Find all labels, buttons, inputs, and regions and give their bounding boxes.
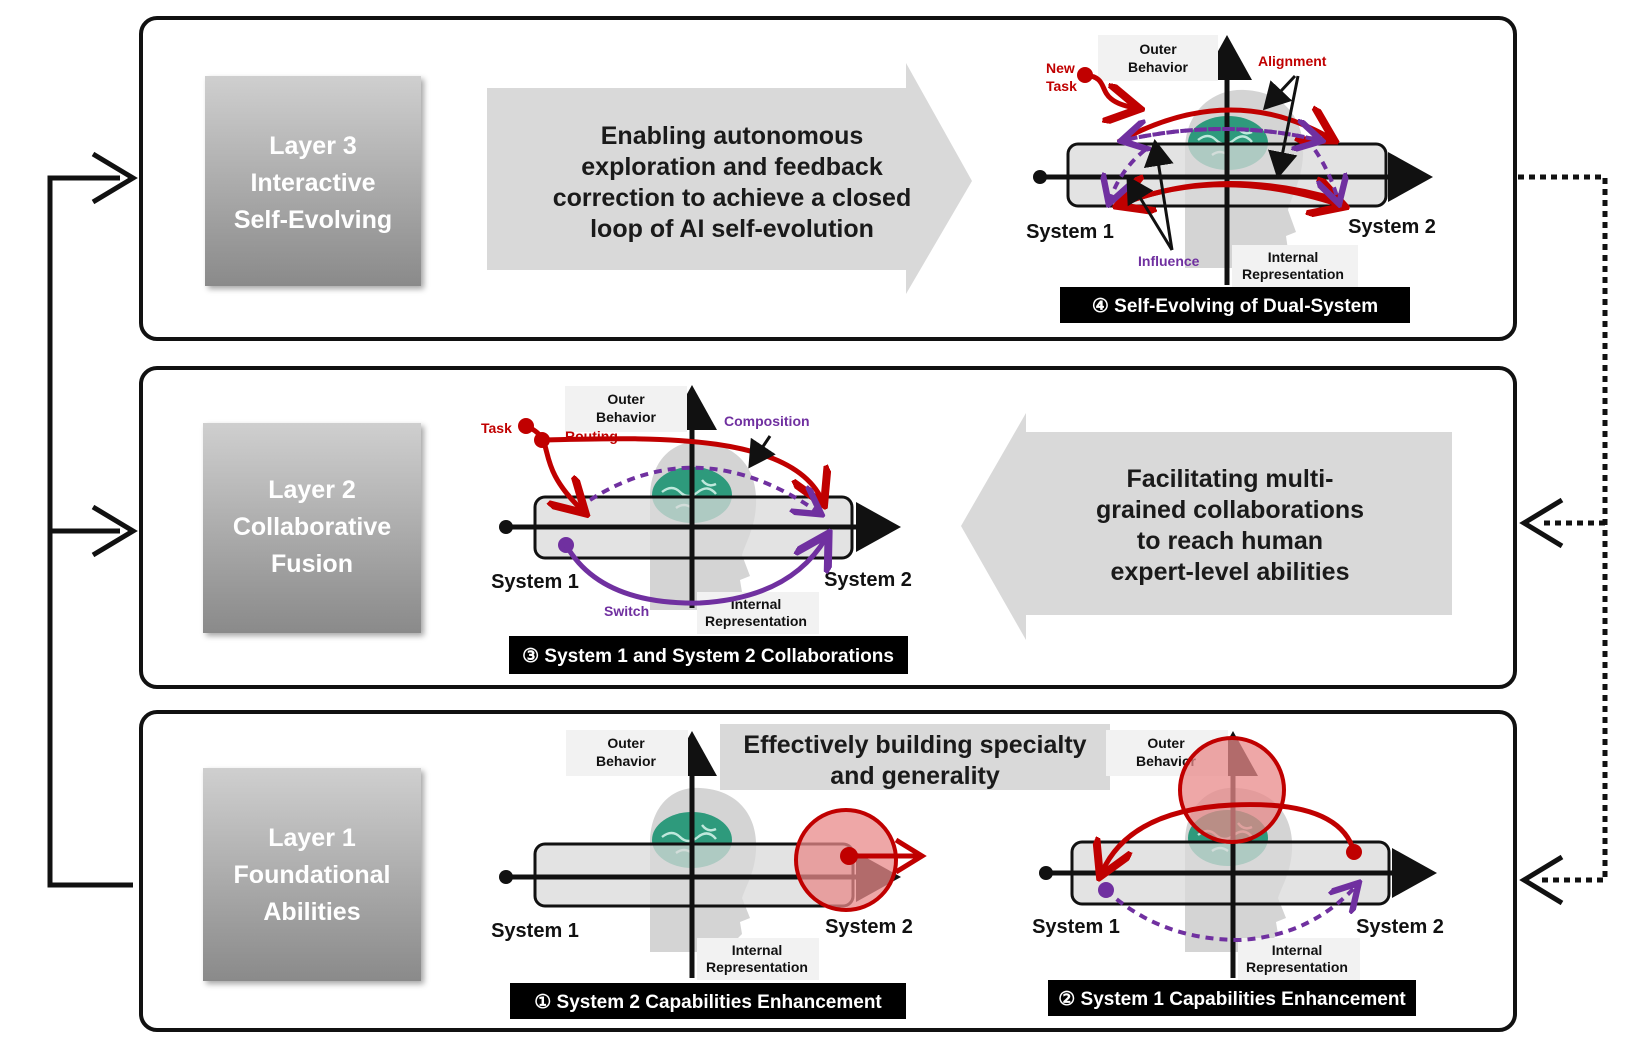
internal-representation-label-1: Internal <box>1268 249 1319 265</box>
diagram-self-evolving: Outer Behavior Internal Representation S… <box>1026 35 1436 323</box>
internal-representation-label-2: Representation <box>1246 959 1348 975</box>
new-task-label-1: New <box>1046 60 1075 76</box>
diagram-system1-enhancement: Outer Behavior Internal Representation S… <box>1032 730 1444 1016</box>
layer-3-title-box: Layer 3 Interactive Self-Evolving <box>205 76 421 286</box>
layer-2-desc-line2: grained collaborations <box>1096 496 1364 524</box>
task-label: Task <box>481 420 512 436</box>
routing-label: Routing <box>565 428 618 444</box>
outer-behavior-label-2: Behavior <box>1136 753 1196 769</box>
outer-behavior-label-2: Behavior <box>1128 59 1188 75</box>
layer-1-name-line1: Foundational <box>234 861 391 889</box>
layer-1-desc-line1: Effectively building specialty <box>743 731 1086 759</box>
alignment-label: Alignment <box>1258 53 1327 69</box>
caption-system2-enhancement: ① System 2 Capabilities Enhancement <box>534 992 882 1013</box>
composition-label: Composition <box>724 413 810 429</box>
system-1-label: System 1 <box>1032 916 1120 938</box>
layer-3-desc-line2: exploration and feedback <box>581 153 883 181</box>
outer-behavior-label-1: Outer <box>1139 41 1177 57</box>
internal-representation-label-2: Representation <box>1242 266 1344 282</box>
system-2-label: System 2 <box>825 916 913 938</box>
layer-2-name-line2: Fusion <box>271 550 353 578</box>
internal-representation-label-1: Internal <box>731 596 782 612</box>
internal-representation-label-1: Internal <box>1272 942 1323 958</box>
layer-3-description-arrow: Enabling autonomous exploration and feed… <box>487 63 972 294</box>
layer-1-description-box: Effectively building specialty and gener… <box>720 724 1110 790</box>
internal-representation-label-2: Representation <box>706 959 808 975</box>
system-2-label: System 2 <box>1348 216 1436 238</box>
caption-self-evolving: ④ Self-Evolving of Dual-System <box>1092 296 1378 317</box>
layer-2-name-line1: Collaborative <box>233 513 391 541</box>
layer-3-panel <box>139 16 1517 341</box>
system-2-label: System 2 <box>1356 916 1444 938</box>
layer-1-panel <box>139 710 1517 1032</box>
diagram-system2-enhancement: Outer Behavior Internal Representation S… <box>491 730 927 1019</box>
system-2-label: System 2 <box>824 569 912 591</box>
diagram-collaborations: Outer Behavior Internal Representation S… <box>481 385 912 674</box>
layer-1-name-line2: Abilities <box>263 898 360 926</box>
layer-3-desc-line4: loop of AI self-evolution <box>590 215 874 243</box>
outer-behavior-label-2: Behavior <box>596 753 656 769</box>
new-task-label-2: Task <box>1046 78 1077 94</box>
layer-3-name-line2: Self-Evolving <box>234 206 392 234</box>
layer-3-desc-line1: Enabling autonomous <box>601 122 864 150</box>
internal-representation-label-1: Internal <box>732 942 783 958</box>
layer-3-label: Layer 3 <box>269 132 357 160</box>
layer-2-panel <box>139 366 1517 689</box>
caption-collaborations: ③ System 1 and System 2 Collaborations <box>522 646 894 667</box>
layer-2-label: Layer 2 <box>268 476 356 504</box>
layer-1-label: Layer 1 <box>268 824 356 852</box>
influence-label: Influence <box>1138 253 1200 269</box>
outer-behavior-label-1: Outer <box>607 735 645 751</box>
left-feedback-bracket <box>47 151 138 888</box>
system-1-label: System 1 <box>1026 221 1114 243</box>
layer-1-title-box: Layer 1 Foundational Abilities <box>203 768 421 981</box>
outer-behavior-label-2: Behavior <box>596 409 656 425</box>
internal-representation-label-2: Representation <box>705 613 807 629</box>
layer-2-desc-line1: Facilitating multi- <box>1127 465 1334 493</box>
layer-3-desc-line3: correction to achieve a closed <box>553 184 911 212</box>
layer-2-title-box: Layer 2 Collaborative Fusion <box>203 423 421 633</box>
layer-3-name-line1: Interactive <box>250 169 375 197</box>
layer-2-description-arrow: Facilitating multi- grained collaboratio… <box>961 413 1452 640</box>
layer-1-desc-line2: and generality <box>830 762 1000 790</box>
right-dotted-feedback <box>1518 174 1608 906</box>
layer-2-desc-line4: expert-level abilities <box>1110 558 1349 586</box>
system-1-label: System 1 <box>491 571 579 593</box>
outer-behavior-label-1: Outer <box>607 391 645 407</box>
layer-2-desc-line3: to reach human <box>1137 527 1323 555</box>
switch-label: Switch <box>604 603 649 619</box>
caption-system1-enhancement: ② System 1 Capabilities Enhancement <box>1058 989 1406 1010</box>
outer-behavior-label-1: Outer <box>1147 735 1185 751</box>
system-1-label: System 1 <box>491 920 579 942</box>
